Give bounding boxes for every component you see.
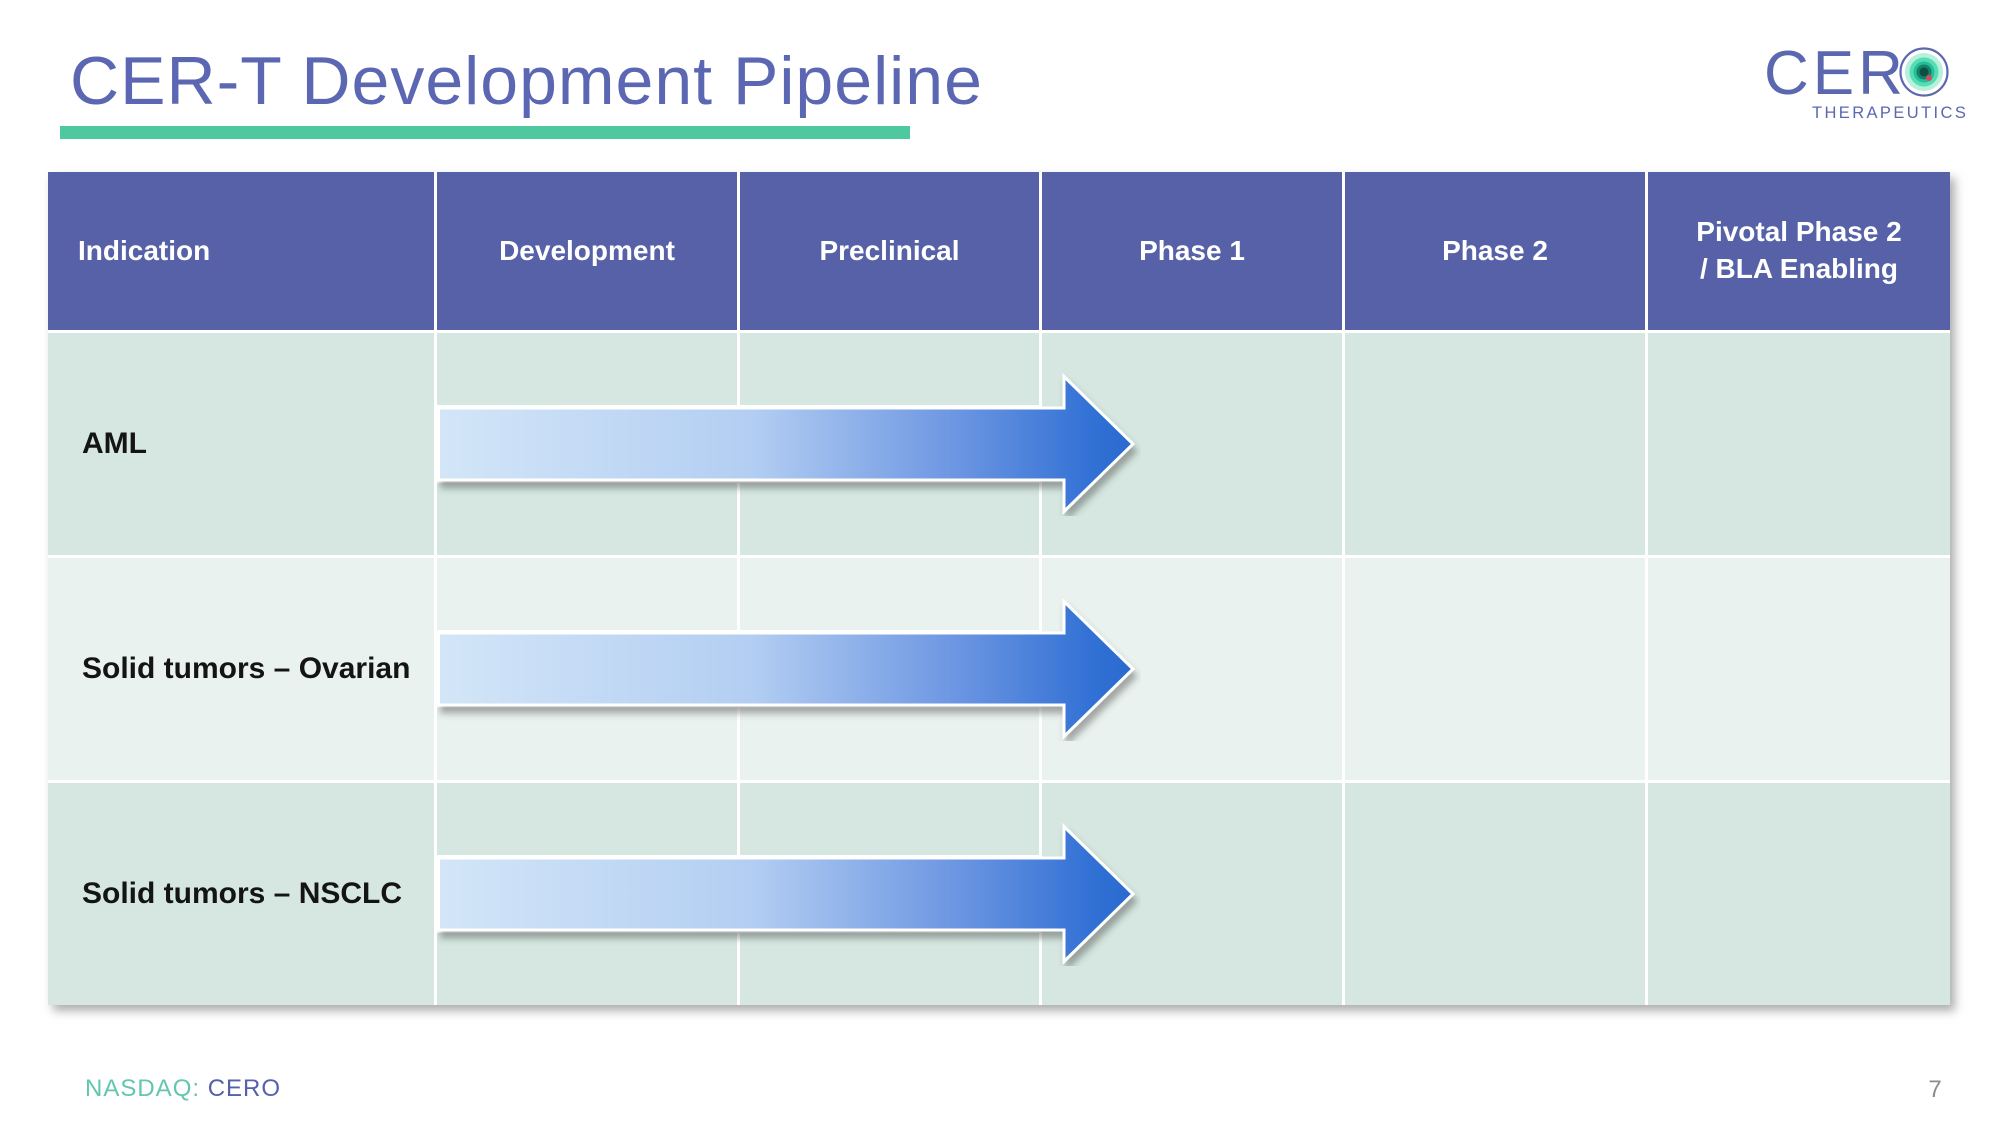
pipeline-cell [1345, 783, 1645, 1005]
pipeline-subcell [437, 933, 737, 1005]
pipeline-subcell [437, 708, 737, 780]
logo-red-dot [1926, 75, 1932, 81]
column-header-development: Development [437, 172, 737, 330]
pipeline-subcell [437, 558, 737, 630]
indication-cell-nsclc: Solid tumors – NSCLC [48, 783, 434, 1005]
pipeline-subcell [740, 558, 1039, 630]
column-header-phase-2: Phase 2 [1345, 172, 1645, 330]
pipeline-cell [1648, 558, 1950, 780]
pipeline-subcell [740, 333, 1039, 405]
column-header-indication: Indication [48, 172, 434, 330]
pipeline-arrow-ovarian [437, 597, 1136, 741]
company-logo-graphic: CER THERAPEUTICS [1764, 39, 1968, 122]
page-number: 7 [1928, 1076, 1942, 1103]
pipeline-arrow-aml [437, 372, 1136, 516]
indication-cell-ovarian: Solid tumors – Ovarian [48, 558, 434, 780]
pipeline-cell [1345, 558, 1645, 780]
pipeline-subcell [437, 333, 737, 405]
title-underline-bar [60, 126, 910, 139]
logo-wordmark: CER [1764, 39, 1907, 108]
pipeline-subcell [740, 708, 1039, 780]
pipeline-subcell [740, 483, 1039, 555]
indication-cell-aml: AML [48, 333, 434, 555]
page-title: CER-T Development Pipeline [70, 43, 983, 119]
footer-ticker-symbol: CERO [207, 1075, 282, 1102]
pipeline-subcell [740, 783, 1039, 855]
pipeline-cell [1648, 783, 1950, 1005]
pipeline-subcell [740, 933, 1039, 1005]
logo-subtitle: THERAPEUTICS [1812, 104, 1968, 122]
footer-ticker-line: NASDAQ: CERO [85, 1075, 281, 1103]
column-header-preclinical: Preclinical [740, 172, 1039, 330]
cell-icon [1899, 47, 1949, 97]
pipeline-cell [1345, 333, 1645, 555]
pipeline-cell [1648, 333, 1950, 555]
column-header-phase-1: Phase 1 [1042, 172, 1342, 330]
pipeline-subcell [437, 783, 737, 855]
footer-exchange-label: NASDAQ: [85, 1075, 201, 1102]
pipeline-arrow-nsclc [437, 822, 1136, 966]
pipeline-subcell [437, 483, 737, 555]
column-header-pivotal-phase-2-bla: Pivotal Phase 2 / BLA Enabling [1648, 172, 1950, 330]
company-logo: CER THERAPEUTICS [1762, 28, 1990, 126]
